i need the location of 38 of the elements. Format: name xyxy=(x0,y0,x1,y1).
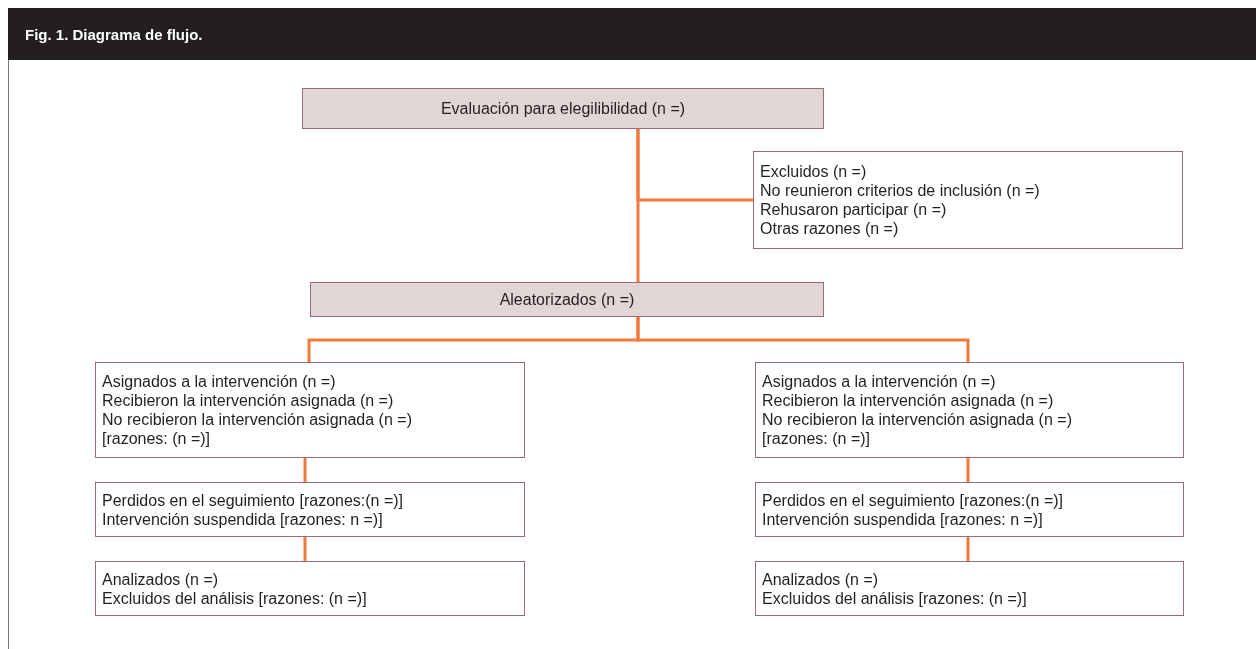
process-box xyxy=(755,482,1184,537)
box-text: Perdidos en el seguimiento [razones:(n =)] xyxy=(762,490,1064,510)
connector-line xyxy=(966,537,970,561)
box-text: Otras razones (n =) xyxy=(760,219,899,238)
box-text: [razones: (n =)] xyxy=(762,429,871,448)
process-box xyxy=(302,88,824,129)
figure-title: Fig. 1. Diagrama de flujo. xyxy=(25,25,203,43)
box-text: Evaluación para elegilibilidad (n =) xyxy=(440,99,686,118)
process-box xyxy=(753,151,1183,249)
box-text: No recibieron la intervención asignada (n =) xyxy=(102,410,412,429)
process-box xyxy=(95,362,525,458)
box-text: Recibieron la intervención asignada (n =) xyxy=(762,391,1054,410)
box-text: Aleatorizados (n =) xyxy=(499,290,635,309)
box-text: Rehusaron participar (n =) xyxy=(760,200,947,219)
process-box xyxy=(755,561,1184,616)
connector-line xyxy=(303,458,307,482)
connector-line xyxy=(966,458,970,482)
box-text: Intervención suspendida [razones: n =)] xyxy=(762,509,1043,529)
box-text: No reunieron criterios de inclusión (n =) xyxy=(760,181,1040,200)
box-text: Excluidos del análisis [razones: (n =)] xyxy=(102,588,367,608)
box-text: Intervención suspendida [razones: n =)] xyxy=(102,509,383,529)
box-text: [razones: (n =)] xyxy=(102,429,211,448)
box-text: No recibieron la intervención asignada (n =) xyxy=(762,410,1072,429)
box-text: Excluidos del análisis [razones: (n =)] xyxy=(762,588,1027,608)
box-text: Asignados a la intervención (n =) xyxy=(102,372,336,391)
process-box xyxy=(95,482,525,537)
box-text: Perdidos en el seguimiento [razones:(n =)] xyxy=(102,490,404,510)
connector-line xyxy=(636,317,970,362)
process-box xyxy=(310,282,824,317)
box-text: Asignados a la intervención (n =) xyxy=(762,372,996,391)
process-box xyxy=(755,362,1184,458)
connector-line xyxy=(303,537,307,561)
box-text: Excluidos (n =) xyxy=(760,162,867,181)
process-box xyxy=(95,561,525,616)
box-text: Analizados (n =) xyxy=(102,569,219,589)
box-text: Recibieron la intervención asignada (n =) xyxy=(102,391,394,410)
connector-line xyxy=(636,129,753,202)
box-text: Analizados (n =) xyxy=(762,569,879,589)
